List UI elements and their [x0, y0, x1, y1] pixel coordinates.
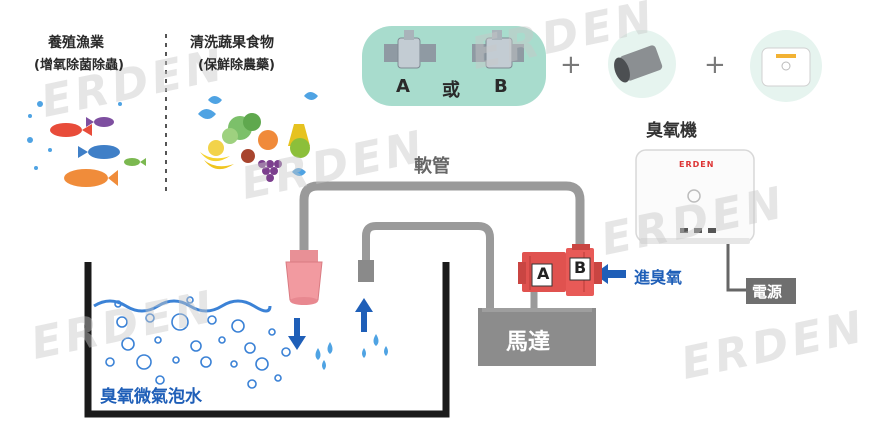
ozone-machine-label: 臭氧機 [646, 121, 697, 141]
motor-label: 馬達 [506, 330, 551, 355]
ozone-water-label: 臭氧微氣泡水 [100, 387, 202, 407]
ozone-machine-thumb [761, 47, 811, 87]
option-b-label: B [494, 76, 508, 97]
motor-body [478, 308, 596, 366]
water-surface [93, 299, 272, 313]
water-droplets [315, 334, 388, 370]
nozzle [285, 250, 323, 305]
ozone-inlet-label: 進臭氧 [634, 268, 683, 287]
plus-sign: + [560, 50, 582, 80]
power-cord [726, 244, 748, 292]
washing-subtitle: (保鮮除農藥) [198, 58, 275, 73]
washing-title: 清洗蔬果食物 [190, 35, 274, 51]
venturi-a-label: A [537, 264, 550, 283]
hose-outlet [299, 181, 585, 255]
aquaculture-title: 養殖漁業 [48, 35, 104, 51]
venturi-b-label: B [574, 258, 587, 277]
suction-inlet [358, 260, 374, 282]
water-tank [84, 262, 450, 418]
device-brand-label: ERDEN [679, 160, 715, 169]
option-or-label: 或 [442, 80, 460, 101]
ozone-machine-device [635, 149, 755, 244]
hose-suction [362, 222, 494, 310]
venturi-injector [518, 244, 602, 296]
power-label: 電源 [752, 283, 783, 301]
fish-illustration [27, 101, 146, 187]
steel-injector-a [384, 30, 436, 69]
power-box [746, 278, 796, 304]
aquaculture-subtitle: (增氧除菌除蟲) [34, 58, 124, 73]
micro-bubbles [105, 296, 291, 389]
plus-sign: + [704, 50, 726, 80]
ozone-cell-icon [614, 45, 663, 83]
option-a-label: A [396, 76, 410, 97]
steel-injector-b [472, 30, 524, 69]
produce-illustration [198, 92, 318, 182]
hose-label: 軟管 [414, 156, 450, 177]
